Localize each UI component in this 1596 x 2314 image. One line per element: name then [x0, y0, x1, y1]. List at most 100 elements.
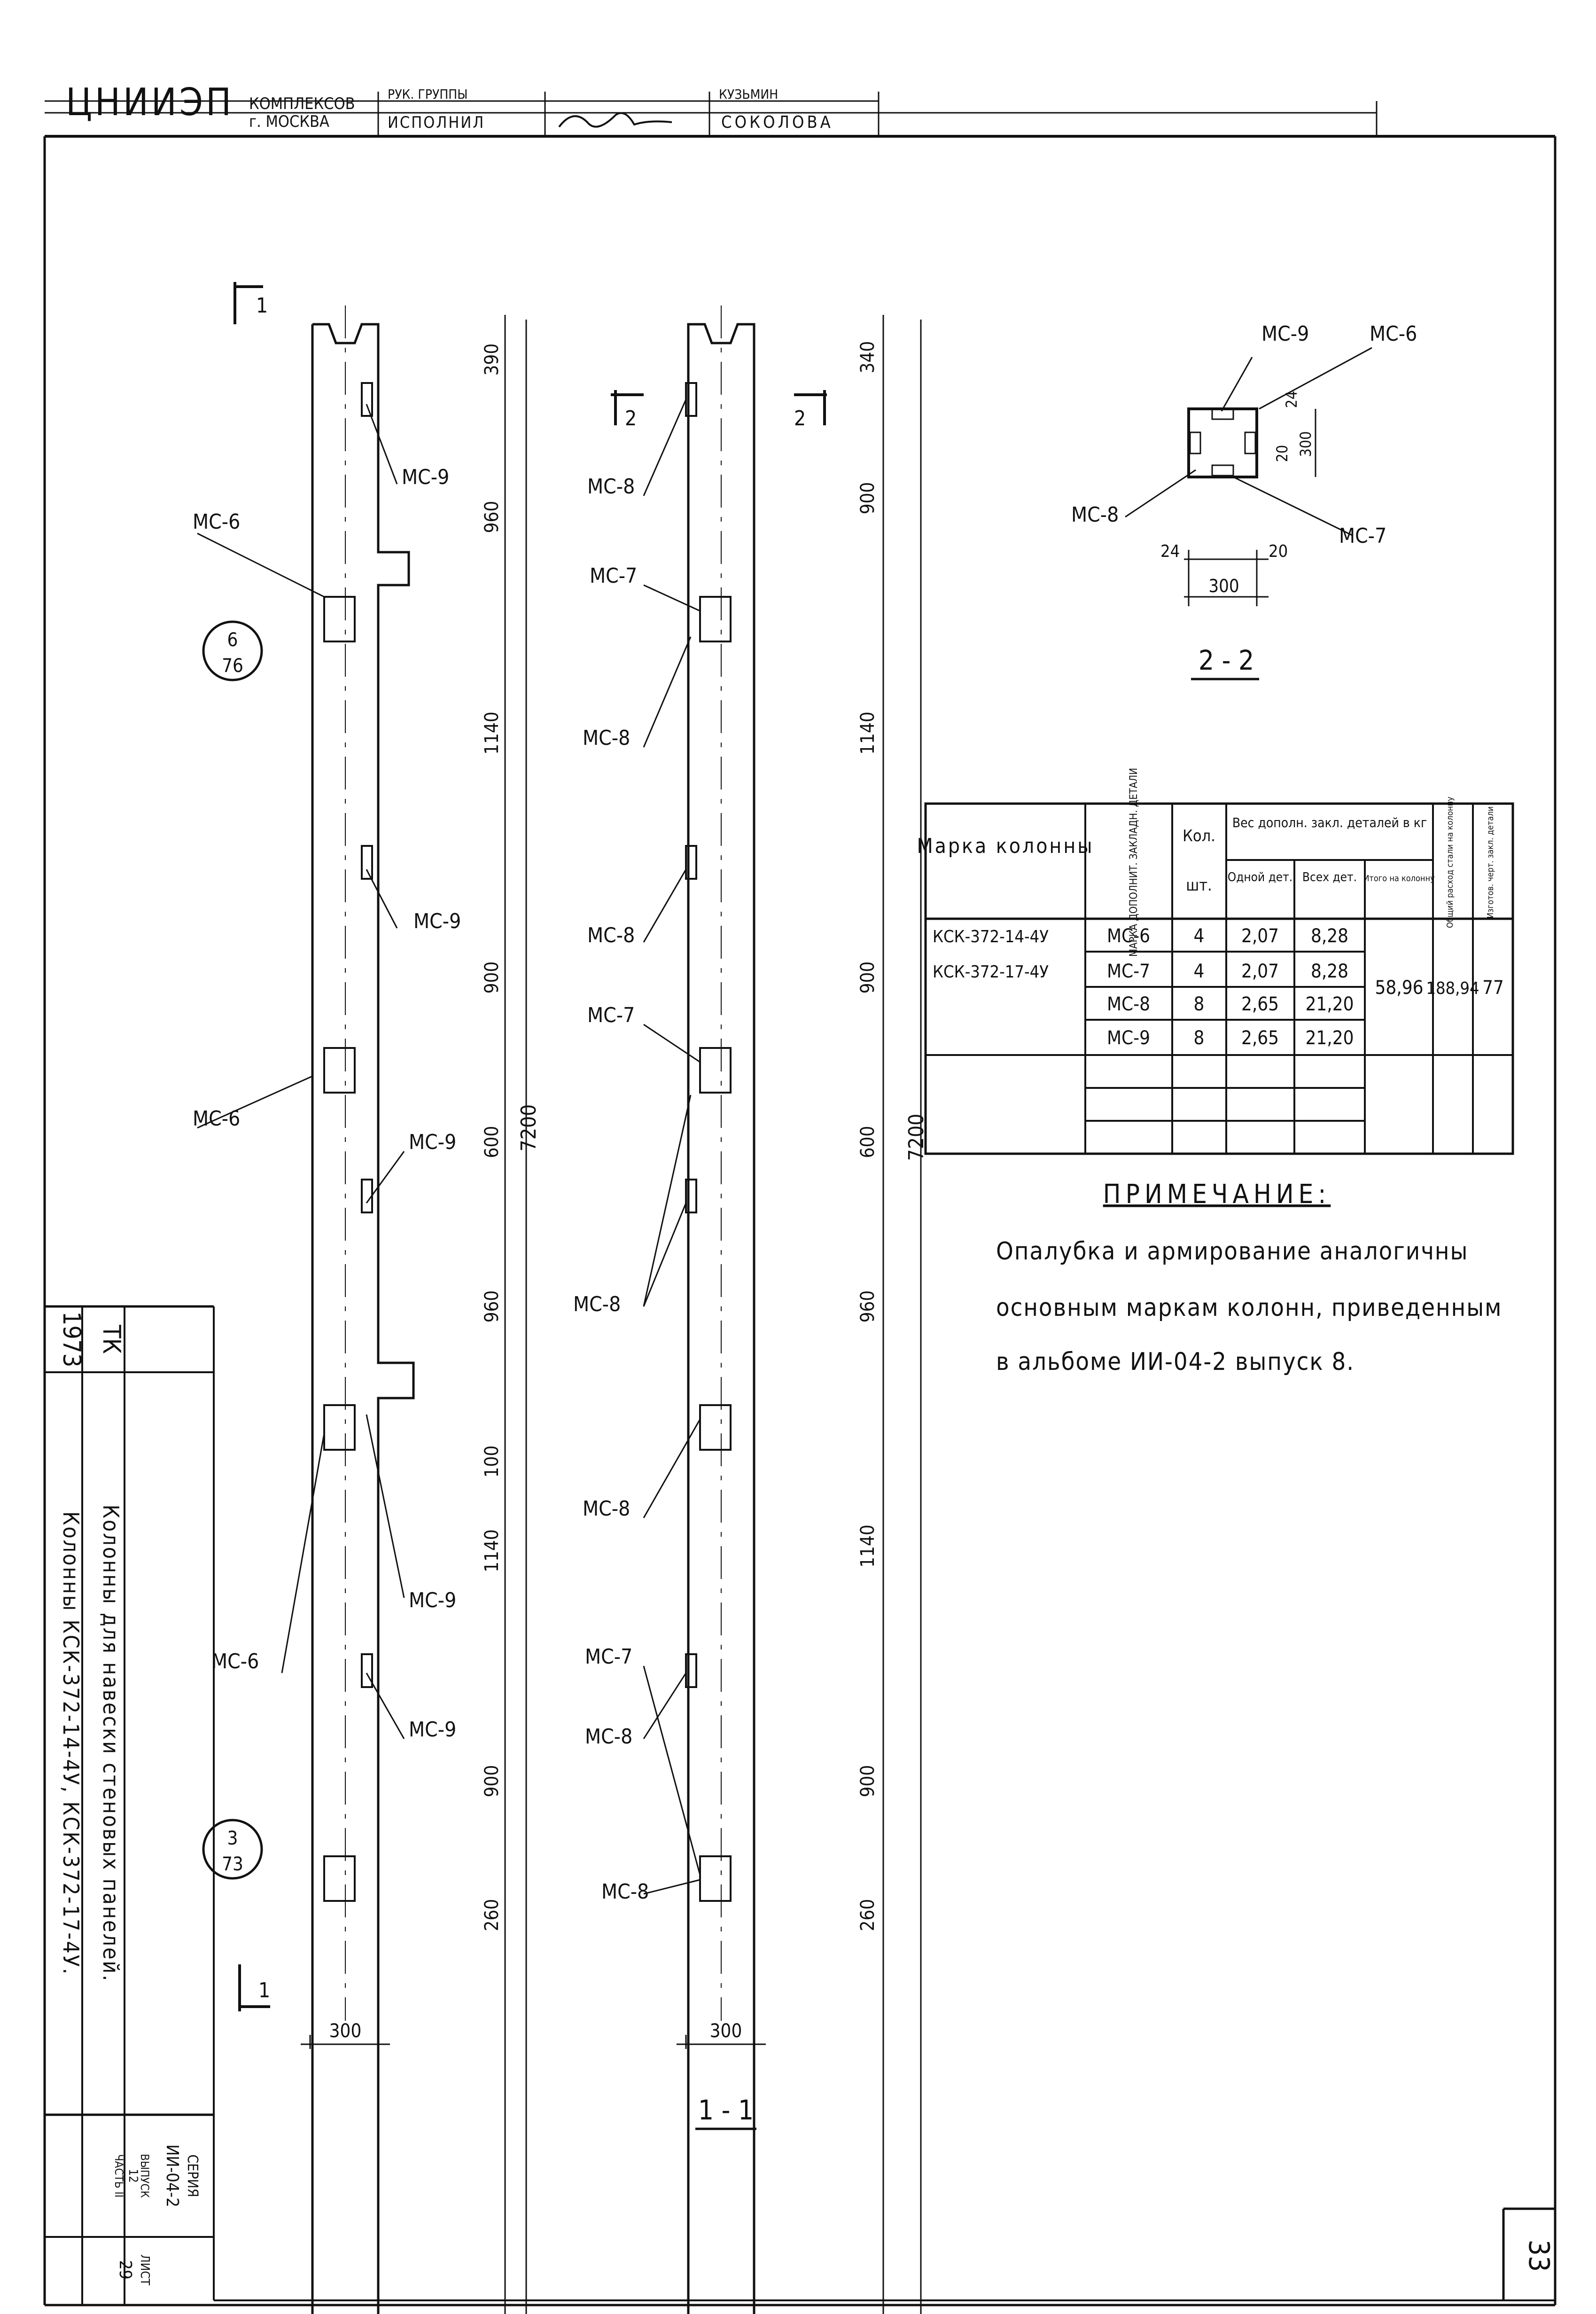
frame	[43, 135, 1557, 2306]
left-dim-7: 1140	[481, 1529, 503, 1572]
tbl-row-3-one: 2,65	[1241, 1027, 1279, 1049]
left-dim-8: 900	[481, 1765, 503, 1798]
org-sub2: г. МОСКВА	[249, 112, 329, 131]
page-number: 33	[1522, 2240, 1555, 2272]
right-label-mc7a: МС-7	[590, 564, 637, 588]
left-dim-3: 900	[481, 962, 503, 994]
title-strip: ЦНИИЭП КОМПЛЕКСОВ г. МОСКВА РУК. ГРУППЫ …	[45, 80, 1378, 136]
left-label-mc6c: МС-6	[211, 1650, 259, 1673]
stamp-line2: Колонны КСК-372-14-4У, КСК-372-17-4У.	[58, 1511, 84, 1976]
right-dim-8: 260	[857, 1899, 879, 1931]
tbl-row-2-mark: МС-8	[1107, 993, 1150, 1015]
left-label-mc9e: МС-9	[409, 1718, 456, 1742]
tbl-row-3-all: 21,20	[1306, 1027, 1354, 1049]
stamp-sheet: 29	[116, 2260, 135, 2279]
left-section-mark-top: 1	[256, 294, 268, 318]
right-overall-dim: 7200	[904, 1114, 928, 1161]
right-dim-2: 1140	[857, 711, 879, 755]
right-dim-3: 900	[857, 962, 879, 994]
tbl-h-group: Вес дополн. закл. деталей в кг	[1232, 815, 1427, 830]
tbl-drawing: 77	[1482, 977, 1504, 999]
right-label-mc8d: МС-8	[573, 1292, 621, 1316]
section-2-2	[1125, 347, 1372, 680]
tbl-row-0-one: 2,07	[1241, 925, 1279, 947]
sec22-d300v: 300	[1297, 431, 1315, 457]
left-label-mc9b: МС-9	[413, 909, 461, 933]
right-label-mc8b: МС-8	[583, 726, 630, 750]
sec22-d24b: 24	[1160, 542, 1180, 561]
role-2: ИСПОЛНИЛ	[388, 113, 485, 132]
name-1: КУЗЬМИН	[719, 86, 778, 102]
tbl-row-2-all: 21,20	[1306, 993, 1354, 1015]
tbl-row-3-qty: 8	[1194, 1027, 1205, 1049]
note-line1: Опалубка и армирование аналогичны	[996, 1237, 1468, 1266]
sec22-d20b: 20	[1269, 542, 1288, 561]
right-section-mark-b: 2	[794, 407, 806, 430]
stamp-part: ЧАСТЬ II	[112, 2154, 125, 2197]
tbl-h-col2: МАРКА ДОПОЛНИТ. ЗАКЛАДН. ДЕТАЛИ	[1128, 768, 1140, 957]
left-callout-bot-num: 3	[227, 1828, 238, 1849]
left-label-mc9a: МС-9	[402, 465, 449, 489]
name-2: СОКОЛОВА	[721, 113, 833, 132]
right-dim-7: 900	[857, 1765, 879, 1798]
stamp-line1: Колонны для навески стеновых панелей.	[98, 1505, 124, 1983]
stamp-issue: 12	[126, 2169, 140, 2183]
right-label-mc8f: МС-8	[585, 1725, 632, 1749]
right-column-view	[611, 305, 922, 2314]
right-label-mc8g: МС-8	[601, 1880, 649, 1904]
tbl-row-2-qty: 8	[1194, 993, 1205, 1015]
right-view-title: 1 - 1	[698, 2094, 754, 2126]
right-dim-6: 1140	[857, 1524, 879, 1568]
left-dim-0: 390	[481, 344, 503, 376]
note-line2: основным маркам колонн, приведенным	[996, 1294, 1502, 1322]
left-callout-top-den: 76	[222, 655, 243, 677]
right-label-mc8c: МС-8	[587, 923, 635, 947]
right-dim-4: 600	[857, 1126, 879, 1158]
left-callout-bot-den: 73	[222, 1853, 243, 1875]
steel-table	[924, 802, 1514, 1155]
sec22-title: 2 - 2	[1199, 644, 1254, 676]
tbl-h-col8: Изготов. черт. закл. детали	[1486, 806, 1495, 918]
right-dim-5: 960	[857, 1290, 879, 1323]
role-1: РУК. ГРУППЫ	[388, 86, 467, 102]
stamp-year: 1973	[57, 1311, 86, 1367]
tbl-h-col3b: шт.	[1186, 876, 1212, 895]
left-column-view	[197, 282, 527, 2314]
tbl-row-1-qty: 4	[1194, 961, 1205, 982]
note-line3: в альбоме ИИ-04-2 выпуск 8.	[996, 1348, 1355, 1376]
tbl-row-1-mark: МС-7	[1107, 961, 1150, 982]
tbl-h-col4: Одной дет.	[1228, 870, 1292, 884]
org-sub1: КОМПЛЕКСОВ	[249, 94, 355, 113]
right-label-mc7c: МС-7	[585, 1645, 632, 1669]
stamp-block	[45, 1305, 1555, 2305]
stamp-sheet-lbl: ЛИСТ	[138, 2254, 152, 2285]
left-label-mc6b: МС-6	[193, 1107, 240, 1131]
tbl-row-0-all: 8,28	[1311, 925, 1348, 947]
left-callout-top-num: 6	[227, 629, 238, 651]
right-label-mc7b: МС-7	[587, 1003, 635, 1027]
left-dim-2: 1140	[481, 711, 503, 755]
sec22-d24a: 24	[1283, 391, 1300, 408]
left-width-dim: 300	[329, 2020, 362, 2042]
right-dim-0: 340	[857, 341, 879, 374]
tbl-row-0-mark: МС-6	[1107, 925, 1150, 947]
tbl-column-mark-2: КСК-372-17-4У	[933, 962, 1049, 982]
left-label-mc9c: МС-9	[409, 1130, 456, 1154]
left-dim-9: 260	[481, 1899, 503, 1931]
tbl-h-col3a: Кол.	[1183, 827, 1215, 845]
left-overall-dim: 7200	[517, 1104, 541, 1152]
tbl-column-mark-1: КСК-372-14-4У	[933, 927, 1049, 946]
left-dim-6: 100	[481, 1446, 503, 1478]
right-section-mark-a: 2	[625, 407, 637, 430]
tbl-row-2-one: 2,65	[1241, 993, 1279, 1015]
tbl-h-col7: Общий расход стали на колонну	[1445, 797, 1455, 928]
note-heading: ПРИМЕЧАНИЕ:	[1103, 1179, 1331, 1210]
sec22-d300h: 300	[1208, 576, 1239, 596]
tbl-row-0-qty: 4	[1194, 925, 1205, 947]
signature	[558, 112, 672, 128]
tbl-row-3-mark: МС-9	[1107, 1027, 1150, 1049]
left-column-outline	[312, 323, 415, 2314]
right-column-outline	[687, 323, 755, 2314]
stamp-series: ИИ-04-2	[163, 2144, 182, 2207]
right-label-mc8e: МС-8	[583, 1497, 630, 1521]
